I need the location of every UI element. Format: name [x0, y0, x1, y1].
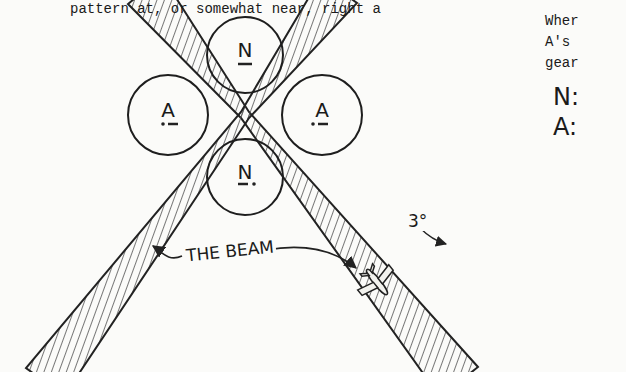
lobe-letter: A — [313, 100, 331, 120]
angle-label: 3° — [406, 212, 429, 231]
morse-key: N: — [553, 84, 579, 110]
leader-arrow — [153, 246, 182, 258]
typed-note: Wher — [545, 14, 579, 29]
beam-label: THE BEAM — [183, 237, 276, 265]
leader-arrow — [266, 247, 356, 268]
morse-key: A: — [553, 114, 577, 140]
lobe-letter: A — [159, 100, 177, 120]
morse-marks — [161, 64, 328, 186]
beam-band — [26, 0, 357, 372]
typed-note: A's — [545, 35, 570, 50]
airplane-icon — [351, 256, 403, 307]
lobe-circle: N — [206, 138, 284, 216]
lobe-circle: N — [206, 16, 284, 94]
lobe-letter: N — [236, 162, 255, 182]
lobe-circle: A — [127, 74, 209, 156]
lobe-letter: N — [236, 40, 255, 60]
typed-note: pattern at, or somewhat near, right a — [70, 2, 381, 17]
typed-note: gear — [545, 56, 579, 71]
lobe-circle: A — [281, 74, 363, 156]
